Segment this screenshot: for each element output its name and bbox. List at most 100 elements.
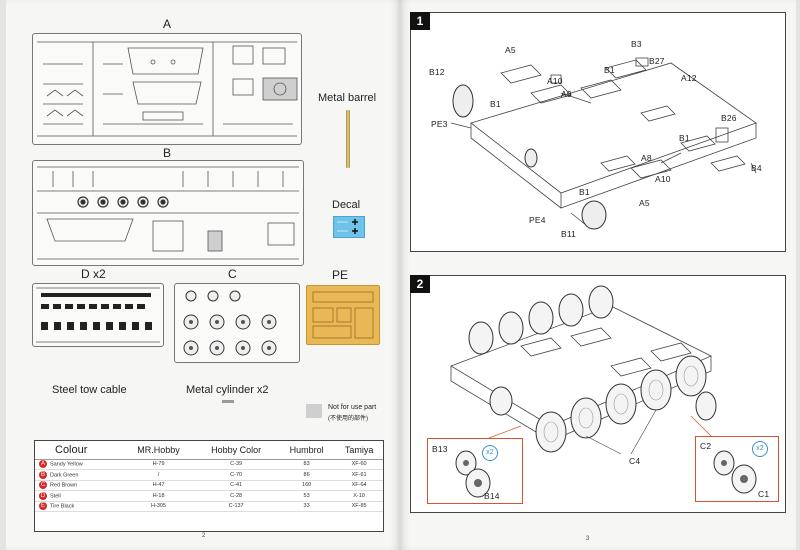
right-page-number: 3 — [586, 536, 590, 542]
sprue-d-parts — [36, 287, 160, 343]
step-2-drawing — [450, 285, 717, 455]
colour-name: Red Brown — [50, 482, 78, 489]
hobby-color-value: C-39 — [194, 459, 279, 470]
part-label-pe3: PE3 — [431, 119, 448, 129]
humbrol-value: 160 — [278, 480, 336, 491]
step-1-frame: 1 A5 B3 — [410, 12, 786, 252]
left-page-number: 2 — [202, 533, 206, 539]
colour-name: Sandy Yellow — [50, 461, 83, 468]
humbrol-value: 33 — [278, 501, 336, 512]
humbrol-value: 86 — [278, 469, 336, 481]
mrhobby-value: H-79 — [122, 459, 195, 470]
part-label-c2: C2 — [700, 441, 712, 451]
part-label-a10-bottom: A10 — [655, 174, 671, 184]
part-label-b13: B13 — [432, 444, 448, 454]
colour-name: Tire Black — [50, 503, 75, 510]
steel-tow-cable-label: Steel tow cable — [52, 384, 127, 396]
part-label-b1-top: B1 — [604, 65, 615, 75]
hobby-color-value: C-28 — [194, 490, 279, 502]
inset-left-wheels — [455, 450, 491, 498]
tamiya-value: X-10 — [335, 490, 383, 502]
not-for-use-swatch — [306, 404, 322, 418]
sprue-b-label: B — [163, 146, 172, 160]
part-label-a5-top: A5 — [505, 45, 516, 55]
hobby-color-value: C-41 — [194, 480, 279, 491]
sprue-a — [32, 33, 302, 145]
tamiya-value: XF-85 — [335, 501, 383, 512]
part-label-b14: B14 — [484, 491, 500, 501]
sprue-d — [32, 283, 164, 347]
step-2-number: 2 — [410, 275, 430, 293]
pe-fret — [306, 285, 380, 345]
part-label-a5-bottom: A5 — [639, 198, 650, 208]
left-page: A Metal barrel — [6, 0, 400, 550]
humbrol-value: 53 — [278, 490, 336, 502]
sprue-a-label: A — [163, 17, 172, 31]
sprue-a-parts — [37, 41, 298, 137]
quantity-x2-left-badge: x2 — [482, 445, 498, 461]
decal-sheet — [333, 216, 365, 238]
part-label-b3: B3 — [631, 39, 642, 49]
header-hobby-color: Hobby Color — [194, 441, 279, 460]
metal-barrel-label: Metal barrel — [318, 92, 377, 104]
inset-left: B13 B14 x2 — [427, 438, 523, 504]
step-2-frame: 2 — [410, 275, 786, 513]
colour-letter-badge: A — [39, 460, 47, 469]
sprue-b — [32, 160, 304, 266]
decal-crosses — [337, 219, 358, 234]
colour-table-header: Colour MR.Hobby Hobby Color Humbrol Tami… — [35, 441, 383, 460]
metal-cylinder-label: Metal cylinder x2 — [186, 384, 269, 396]
pe-label: PE — [332, 268, 349, 282]
step-1-number: 1 — [410, 12, 430, 30]
metal-barrel-image — [346, 110, 350, 168]
part-label-pe4: PE4 — [529, 215, 546, 225]
mrhobby-value: H-305 — [122, 501, 195, 512]
quantity-x2-right-badge: x2 — [752, 441, 768, 457]
not-for-use-cn: (不使用的部件) — [328, 416, 368, 422]
sprue-b-parts — [37, 166, 299, 260]
part-label-b1-bottom: B1 — [579, 187, 590, 197]
mrhobby-value: H-18 — [122, 490, 195, 502]
inset-right: C2 C1 x2 — [695, 436, 779, 502]
colour-letter-badge: B — [39, 470, 47, 479]
part-label-a10-top: A10 — [547, 76, 563, 86]
header-humbrol: Humbrol — [278, 441, 336, 460]
part-label-c1: C1 — [758, 489, 770, 499]
hobby-color-value: C-137 — [194, 501, 279, 512]
colour-letter-badge: D — [39, 491, 47, 500]
header-colour: Colour — [35, 441, 123, 460]
part-label-a12: A12 — [681, 73, 697, 83]
decal-label: Decal — [332, 199, 361, 211]
metal-cylinder-image — [222, 400, 234, 403]
humbrol-value: 83 — [278, 459, 336, 470]
inset-right-wheels — [713, 450, 757, 494]
part-label-a8: A8 — [641, 153, 652, 163]
part-label-b11: B11 — [561, 229, 577, 239]
tamiya-value: XF-60 — [335, 459, 383, 470]
sprue-c — [174, 283, 300, 363]
part-label-b4: B4 — [751, 163, 762, 173]
step-1-drawing — [450, 57, 757, 230]
sprue-c-label: C — [228, 267, 237, 281]
sprue-c-wheels — [183, 290, 277, 356]
colour-table-grid: Colour MR.Hobby Hobby Color Humbrol Tami… — [35, 441, 383, 512]
not-for-use-en: Not for use part — [328, 404, 377, 411]
colour-table: Colour MR.Hobby Hobby Color Humbrol Tami… — [34, 440, 384, 532]
header-tamiya: Tamiya — [335, 441, 383, 460]
mrhobby-value: H-47 — [122, 480, 195, 491]
part-label-b1-left: B1 — [490, 99, 501, 109]
part-label-b12: B12 — [429, 67, 445, 77]
colour-name: Dark Green — [50, 472, 79, 479]
part-label-b1-right: B1 — [679, 133, 690, 143]
part-label-a9: A9 — [561, 89, 572, 99]
part-label-b27: B27 — [649, 56, 665, 66]
tamiya-value: XF-61 — [335, 469, 383, 481]
sprue-d-label: D x2 — [81, 267, 106, 281]
pe-fret-parts — [312, 291, 374, 339]
part-label-c4: C4 — [629, 456, 641, 466]
